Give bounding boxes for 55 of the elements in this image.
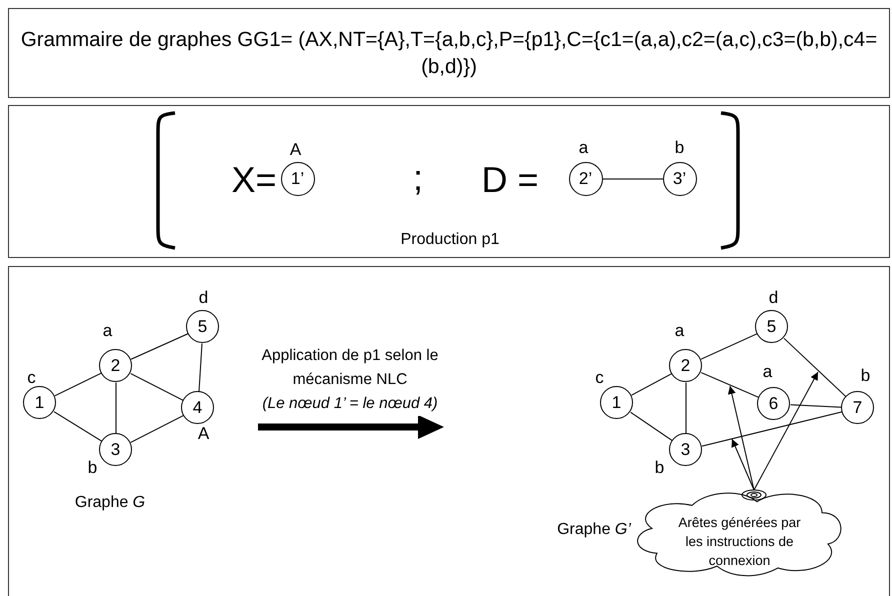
panel — [8, 105, 890, 258]
node-label: A — [198, 424, 210, 444]
graph-node: 5 — [186, 310, 219, 343]
node-label: a — [674, 320, 684, 340]
connector-line — [130, 373, 184, 401]
node-label: b — [860, 366, 870, 386]
connector-line — [630, 412, 673, 442]
connector-line — [700, 372, 760, 398]
connector-line — [198, 342, 202, 392]
connector-line — [790, 404, 842, 408]
graph-node: 3 — [669, 433, 702, 466]
connector-line — [784, 338, 846, 398]
node-label: a — [102, 320, 112, 340]
connector-line — [631, 373, 672, 396]
node-label: a — [762, 362, 772, 382]
graph-node: 1’ — [280, 162, 314, 196]
graph-node: 2 — [669, 349, 702, 382]
node-label: b — [674, 138, 684, 158]
node-label: c — [27, 368, 36, 388]
node-label: b — [654, 458, 664, 478]
node-label: a — [578, 138, 588, 158]
graph-node: 1 — [600, 386, 633, 419]
graph-caption: Graphe G’ — [557, 521, 631, 539]
node-label: c — [595, 368, 604, 388]
node-label: A — [290, 140, 302, 160]
connector-line — [54, 372, 102, 396]
formula-text: X= — [231, 159, 277, 201]
graph-node: 2’ — [568, 162, 602, 196]
connector-line — [130, 415, 184, 443]
graph-node: 1 — [23, 386, 56, 419]
graph-node: 3 — [99, 433, 132, 466]
graph-node: 5 — [755, 310, 788, 343]
formula-text: ; — [413, 157, 423, 199]
connector-line — [54, 411, 102, 442]
formula-text: D = — [481, 159, 539, 201]
connector-line — [130, 333, 188, 360]
connector-line — [700, 333, 758, 360]
cloud-text: Arêtes générées par les instructions de connexion — [677, 514, 802, 570]
node-label: d — [768, 288, 778, 308]
graph-node: 2 — [99, 349, 132, 382]
connector-line — [602, 178, 664, 180]
node-label: d — [198, 288, 208, 308]
graph-node: 6 — [757, 387, 790, 420]
panel-title: Production p1 — [400, 231, 500, 249]
graph-node: 4 — [181, 391, 214, 424]
graph-node: 3’ — [662, 162, 696, 196]
panel — [8, 8, 890, 98]
node-label: b — [88, 458, 98, 478]
arrow — [728, 386, 754, 490]
graph-node: 7 — [841, 391, 874, 424]
arrow — [754, 372, 818, 490]
arrow — [732, 438, 754, 490]
connector-line — [702, 411, 842, 447]
heading-text: Grammaire de graphes GG1= (AX,NT={A},T={a,b,c},P={p1},C={c1=(a,a),c2=(a,c),c3=(b,b),c4=(b,d)}) — [20, 27, 878, 80]
graph-caption: Graphe G — [74, 494, 146, 512]
